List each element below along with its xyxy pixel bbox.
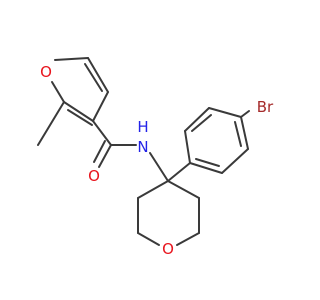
bond-oxane-6 [137, 180, 169, 199]
molecule-structure-diagram: O O N H O Br [37, 57, 274, 258]
bond-carbonyl-double-b [93, 140, 106, 163]
bond-oxane-4 [137, 232, 160, 246]
amide-group [92, 120, 169, 182]
furan-oxygen-label: O [40, 63, 52, 81]
amide-nitrogen-label: N [137, 138, 148, 156]
bond-c2-c3-inner [67, 109, 93, 126]
bond-phenyl-4-inner [234, 121, 242, 147]
bond-oxane-1 [167, 180, 200, 199]
oxane-ring [137, 180, 200, 246]
bond-phenyl-3 [208, 107, 242, 118]
oxane-oxygen-label: O [162, 240, 174, 258]
bond-phenyl-5 [221, 148, 249, 174]
bond-methyl [37, 101, 65, 146]
bond-phenyl-2-inner [191, 114, 212, 132]
bromophenyl-ring [167, 107, 250, 182]
bond-c3-carbonyl [92, 120, 112, 146]
bond-c5-furan-o [54, 57, 89, 61]
bond-c4-c5-inner [84, 63, 103, 92]
carbonyl-oxygen-label: O [88, 167, 100, 185]
bond-quaternary-c-phenyl [167, 162, 191, 182]
bond-phenyl-4 [240, 116, 249, 150]
bond-phenyl-1 [184, 130, 191, 164]
bond-c2-c3 [63, 101, 94, 122]
bond-c4-c5 [87, 57, 109, 93]
bromine-label: Br [257, 98, 274, 116]
bond-n-quaternary-c [149, 152, 169, 182]
bond-phenyl-br [240, 110, 250, 118]
bond-phenyl-6-inner [195, 158, 220, 167]
bond-furan-o-c2 [51, 81, 65, 103]
bond-phenyl-2 [184, 107, 210, 132]
bond-oxane-3 [176, 232, 200, 246]
atom-labels: O O N H O Br [40, 63, 274, 258]
bond-carbonyl-double-a [98, 144, 112, 168]
amide-hydrogen-label: H [137, 118, 148, 136]
bond-phenyl-6 [189, 162, 223, 174]
bond-c3-c4 [92, 91, 109, 122]
furan-ring [51, 57, 109, 126]
